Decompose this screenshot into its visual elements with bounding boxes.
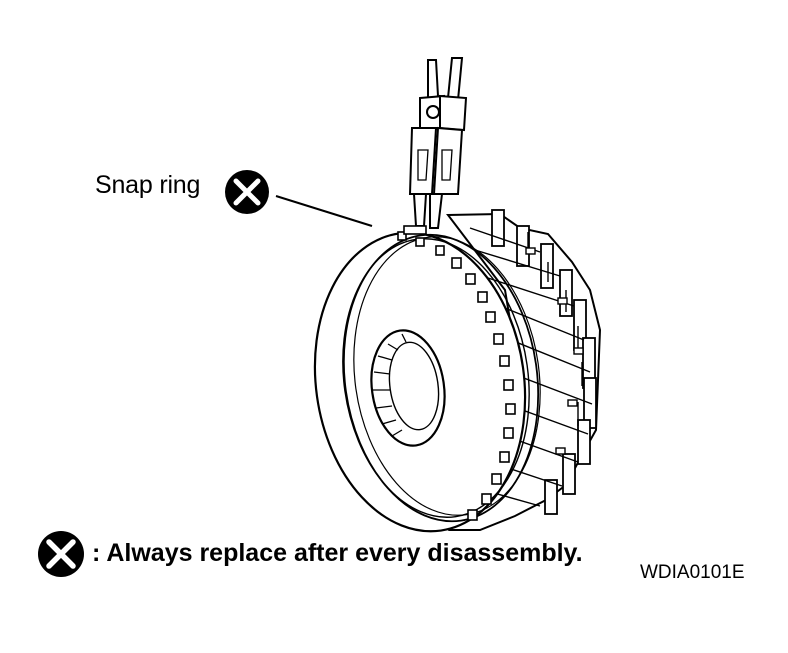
snap-ring-label: Snap ring [95,171,201,199]
legend-x-circle-icon [38,531,84,577]
figure-code: WDIA0101E [640,562,745,583]
snap-ring [342,233,541,523]
bore-splines [373,333,407,437]
drum-slots [525,247,584,455]
leader-line [275,195,373,227]
callout-x-circle-icon [225,170,269,214]
face-teeth [397,231,516,521]
snap-ring-pliers [403,57,468,235]
center-bore [370,329,446,447]
legend-text: : Always replace after every disassembly… [92,539,583,567]
